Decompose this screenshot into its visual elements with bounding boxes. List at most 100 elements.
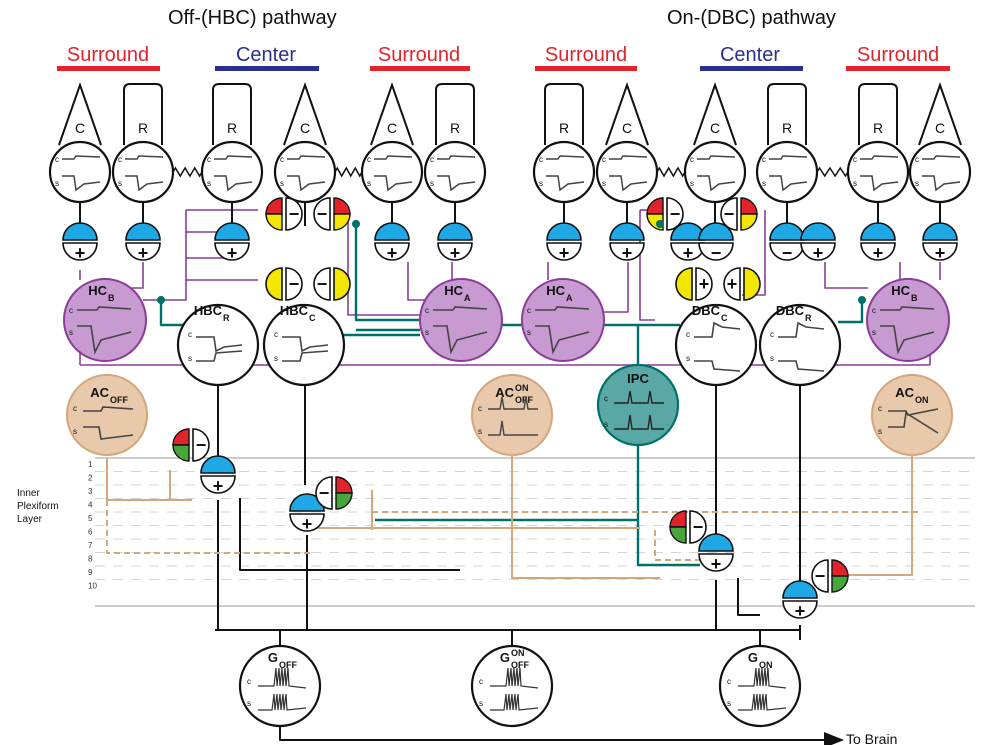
synapse-sign-conserving: + [437,222,473,263]
ipl-layer-number: 3 [88,487,93,496]
synapse-presynaptic-top [333,197,351,215]
surround-trace [535,325,590,355]
horizontal-cell-soma [866,278,950,362]
trace-label-c: c [207,155,211,164]
photoreceptor-cone: Ccs [683,81,747,226]
center-trace [77,306,132,311]
synapse-postsynaptic [782,600,818,619]
synapse-presynaptic-bottom [831,575,849,593]
feedback-synapse: − [265,197,303,231]
photoreceptor-type-label: C [300,120,310,136]
synapse-presynaptic-bottom [333,213,351,231]
gap-junction [172,166,203,178]
synapse-postsynaptic [698,242,734,261]
rod-outer-segment [212,83,252,145]
center-trace [738,667,787,689]
synapse-sign: + [699,274,710,294]
trace-label-s: s [686,354,690,363]
photoreceptor-type-label: C [710,120,720,136]
center-trace [694,321,741,338]
rod-outer-segment [544,83,584,145]
synapse-presynaptic [333,267,351,301]
trace-label-c: c [55,155,59,164]
synapse-sign: − [724,204,735,224]
trace-label-s: s [247,699,251,708]
synapse-presynaptic-top [172,428,190,446]
connection-node [157,296,165,304]
surround-bar [535,66,637,71]
ipl-label-line: Plexiform [17,501,59,512]
synapse-layer: ++++++++++−−+−−−−−−++++++−−−− [62,197,958,621]
photoreceptor-soma [48,140,112,204]
synapse-presynaptic [800,222,836,241]
photoreceptor-soma [683,140,747,204]
field-label-surround: Surround [67,44,149,66]
ganglion-cell-label-main: G [500,650,510,665]
synapse-sign: + [559,243,570,263]
photoreceptor-type-label: C [387,120,397,136]
center-trace [880,306,935,311]
synapse-postsynaptic [811,559,829,593]
photoreceptor-soma [595,140,659,204]
trace-label-c: c [73,404,77,413]
horizontal-cell-label-sub: A [566,293,573,303]
center-trace [778,321,825,338]
synapse-sign-inverting: − [769,222,805,263]
horizontal-cell-soma [419,278,503,362]
synapse-presynaptic [769,222,805,241]
center-trace [860,155,899,160]
amacrine-cell-label-main: AC [895,385,914,400]
photoreceptor-soma [908,140,972,204]
synapse-sign: + [711,554,722,574]
center-trace [488,396,538,410]
horizontal-cell-label-sub: B [108,293,115,303]
bipolar-cell-soma [262,303,346,387]
ganglion-cell-label-main: G [268,650,278,665]
synapse-sign: − [815,566,826,586]
synapse-presynaptic-bottom [740,213,758,231]
synapse-postsynaptic [200,475,236,494]
synapse-presynaptic [546,222,582,241]
synapse-postsynaptic [720,197,738,231]
surround-trace [433,325,488,355]
bipolar-cell-label-sub: R [223,313,230,323]
horizontal-cell-label-main: HC [546,283,565,298]
horizontal-cell-label-main: HC [444,283,463,298]
ipl-label-line: Layer [17,514,43,525]
photoreceptor-type-label: R [450,120,460,136]
trace-label-s: s [188,354,192,363]
center-bar [700,66,803,71]
horizontal-cell-label-sub: A [464,293,471,303]
synapse-postsynaptic [285,267,303,301]
center-trace [437,155,476,160]
surround-trace [282,350,329,362]
synapse-sign-conserving: + [800,222,836,263]
synapse-postsynaptic [313,267,331,301]
trace-label-c: c [280,155,284,164]
trace-label-s: s [274,354,278,363]
surround-trace [888,411,939,434]
synapse-sign: − [711,243,722,263]
synapse-postsynaptic [698,553,734,572]
synapse-sign-conserving: + [289,493,325,534]
synapse-presynaptic-top [740,197,758,215]
synapse-presynaptic [62,222,98,241]
synapse-presynaptic [698,222,734,241]
synapse-postsynaptic [546,242,582,261]
horizontal-cell-soma [521,278,605,362]
amacrine-cell-label-sub: OFF [110,395,128,405]
cone-outer-segment [918,81,962,146]
center-trace [546,155,585,160]
trace-label-c: c [686,330,690,339]
surround-bar [370,66,470,71]
trace-label-s: s [55,179,59,188]
cone-outer-segment [370,81,414,146]
horizontal-cell-label-sub: B [911,293,918,303]
trace-label-s: s [770,354,774,363]
